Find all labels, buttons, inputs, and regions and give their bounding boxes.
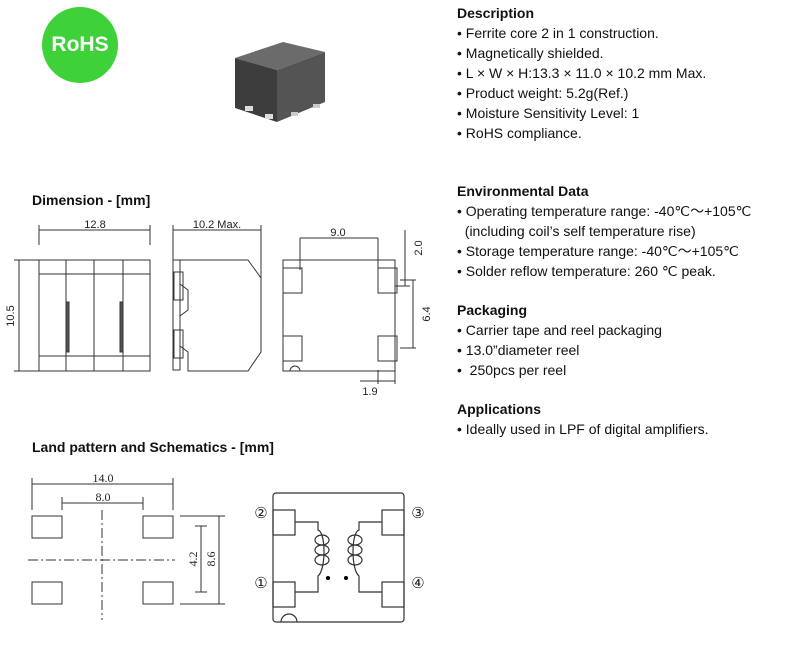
environmental-title: Environmental Data	[457, 183, 589, 199]
schematic	[272, 492, 405, 623]
environmental-item: • Storage temperature range: -40℃～+105℃	[457, 243, 739, 259]
environmental-item: • Operating temperature range: -40℃～+105…	[457, 203, 752, 219]
dim-pad-span-label: 9.0	[330, 227, 345, 239]
description-item: • Moisture Sensitivity Level: 1	[457, 105, 640, 121]
description-section: Description • Ferrite core 2 in 1 constr…	[457, 3, 706, 143]
rohs-badge: RoHS	[42, 7, 118, 83]
dim-width-label: 12.8	[84, 220, 105, 231]
bottom-view	[282, 230, 416, 384]
description-item: • Product weight: 5.2g(Ref.)	[457, 85, 629, 101]
dim-height-label: 10.5	[5, 305, 17, 326]
packaging-item: • 13.0”diameter reel	[457, 342, 580, 358]
dim-pad-pitch-label: 6.4	[421, 306, 433, 321]
pin-3-label: ③	[411, 506, 424, 522]
pin-1-label: ①	[254, 576, 267, 592]
dim-pad-top-label: 2.0	[413, 240, 425, 255]
description-item: • Ferrite core 2 in 1 construction.	[457, 25, 659, 41]
dim-depth-label: 10.2 Max.	[193, 220, 241, 231]
packaging-item: • 250pcs per reel	[457, 362, 567, 378]
description-item: • Magnetically shielded.	[457, 45, 604, 61]
land-pattern-title: Land pattern and Schematics - [mm]	[32, 439, 274, 455]
front-view	[14, 225, 151, 372]
packaging-item: • Carrier tape and reel packaging	[457, 322, 662, 338]
land-pattern-drawing: 14.0 8.0 4.2 8.6 ② ③ ① ④	[28, 471, 425, 623]
dimension-drawing: 12.8 10.5 10.2 Max. 9.0 2.0 6.4 1.9	[5, 220, 433, 398]
rohs-badge-label: RoHS	[51, 33, 109, 56]
packaging-title: Packaging	[457, 302, 528, 318]
applications-title: Applications	[457, 401, 542, 417]
land-outer-h-label: 8.6	[204, 552, 218, 567]
description-item: • RoHS compliance.	[457, 125, 582, 141]
land-inner-h-label: 4.2	[186, 552, 200, 567]
side-view	[172, 225, 262, 372]
packaging-section: Packaging • Carrier tape and reel packag…	[457, 300, 662, 380]
applications-section: Applications • Ideally used in LPF of di…	[457, 399, 709, 439]
description-title: Description	[457, 5, 535, 21]
applications-item: • Ideally used in LPF of digital amplifi…	[457, 421, 709, 437]
pin-2-label: ②	[254, 506, 267, 522]
environmental-section: Environmental Data • Operating temperatu…	[457, 181, 751, 281]
dimension-title: Dimension - [mm]	[32, 192, 151, 208]
environmental-item: • Solder reflow temperature: 260 ℃ peak.	[457, 263, 716, 279]
dim-pad-width-label: 1.9	[362, 386, 377, 398]
description-item: • L × W × H:13.3 × 11.0 × 10.2 mm Max.	[457, 65, 707, 81]
land-inner-label: 8.0	[96, 490, 111, 504]
component-photo	[235, 42, 325, 122]
pin-4-label: ④	[411, 576, 424, 592]
environmental-item: (including coil’s self temperature rise)	[457, 223, 696, 239]
land-outer-label: 14.0	[93, 471, 114, 485]
